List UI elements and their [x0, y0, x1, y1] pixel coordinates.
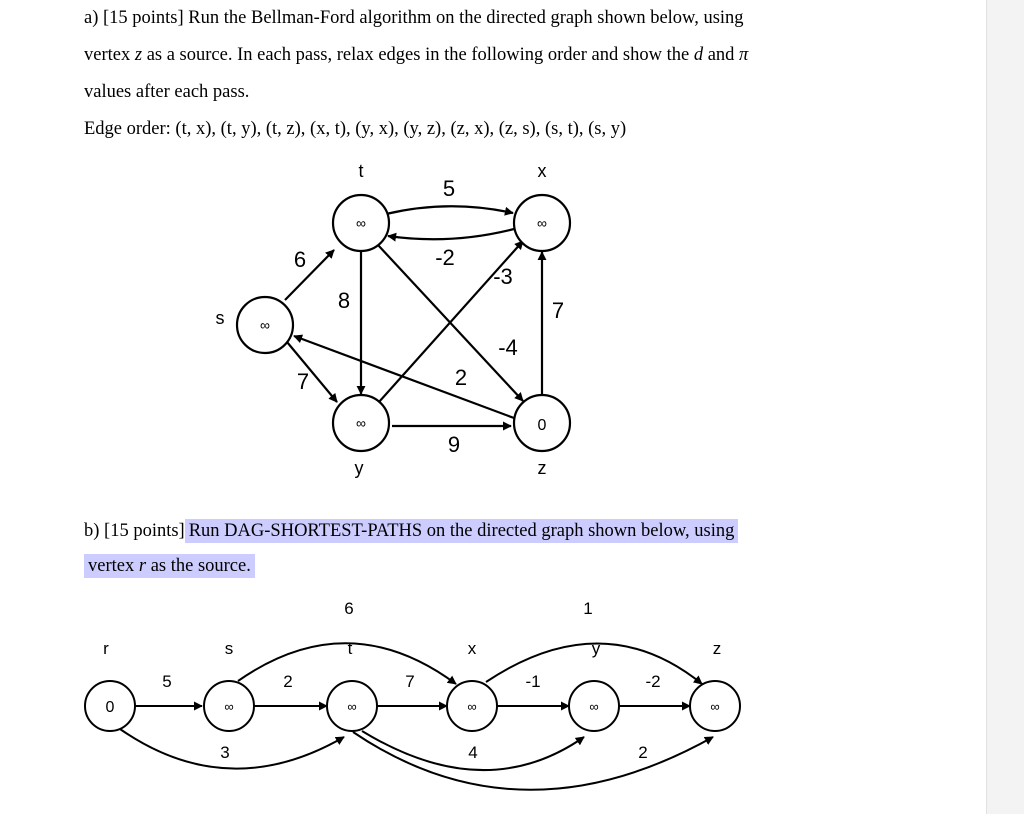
node-b-s-label: s — [225, 639, 234, 658]
node-b-t-label: t — [348, 639, 353, 658]
node-b-s-value: ∞ — [224, 699, 233, 714]
weight-a-t-z: -4 — [498, 335, 518, 360]
weight-b-x-z: 1 — [583, 599, 592, 618]
weight-b-s-t: 2 — [283, 672, 292, 691]
edge-a-s-t — [284, 249, 335, 301]
node-a-t-label: t — [358, 161, 363, 181]
weight-b-t-y: 4 — [468, 743, 477, 762]
graphs-canvas: ∞ t ∞ x ∞ s ∞ y 0 z 5 -2 -3 6 8 — [84, 161, 741, 791]
node-b-t: ∞ t — [326, 639, 378, 732]
node-b-y: ∞ y — [568, 639, 620, 732]
weight-a-t-x: 5 — [443, 176, 455, 201]
part-a-edge-order: Edge order: (t, x), (t, y), (t, z), (x, … — [84, 119, 627, 139]
node-a-z-label: z — [538, 458, 547, 478]
node-a-z-value: 0 — [538, 417, 547, 434]
node-a-s-label: s — [216, 308, 225, 328]
node-b-x-value: ∞ — [467, 699, 476, 714]
part-b-line-2: vertex r as the source. — [84, 554, 255, 578]
weight-b-t-x: 7 — [405, 672, 414, 691]
document-page: a) [15 points] Run the Bellman-Ford algo… — [84, 8, 749, 791]
node-a-x: ∞ x — [512, 161, 572, 253]
edge-a-t-x — [385, 205, 514, 216]
node-b-y-value: ∞ — [589, 699, 598, 714]
weight-b-y-z: -2 — [645, 672, 660, 691]
weight-a-y-x: -3 — [493, 264, 513, 289]
weight-a-x-z: 7 — [552, 298, 564, 323]
weight-b-r-s: 5 — [162, 672, 171, 691]
node-a-z: 0 z — [512, 393, 572, 478]
weight-b-s-x: 6 — [344, 599, 353, 618]
weight-a-s-y: 7 — [297, 369, 309, 394]
weight-a-s-t: 6 — [294, 247, 306, 272]
node-b-s: ∞ s — [203, 639, 255, 732]
node-a-s-value: ∞ — [260, 317, 270, 333]
part-a-line-2: vertex z as a source. In each pass, rela… — [84, 45, 749, 65]
node-b-r: 0 r — [84, 639, 136, 732]
node-a-y: ∞ y — [331, 393, 391, 478]
scrollbar-gutter[interactable] — [986, 0, 1024, 814]
node-b-t-value: ∞ — [347, 699, 356, 714]
edge-a-y-x — [378, 240, 524, 403]
edge-b-s-x — [237, 642, 457, 685]
edge-b-r-t — [119, 728, 345, 770]
edge-b-t-y — [361, 730, 585, 771]
node-b-z-value: ∞ — [710, 699, 719, 714]
weight-a-z-s: 2 — [455, 365, 467, 390]
weight-b-x-y: -1 — [525, 672, 540, 691]
weight-a-t-y: 8 — [338, 288, 350, 313]
node-a-t: ∞ t — [331, 161, 391, 253]
weight-a-x-t: -2 — [435, 245, 455, 270]
node-b-z-label: z — [713, 639, 722, 658]
node-b-x: ∞ x — [446, 639, 498, 732]
part-a-line-1: a) [15 points] Run the Bellman-Ford algo… — [84, 8, 744, 28]
edge-a-z-s — [293, 334, 515, 420]
part-b-highlight-2: vertex r as the source. — [84, 554, 255, 578]
node-b-z: ∞ z — [689, 639, 741, 732]
weight-b-r-t: 3 — [220, 743, 229, 762]
node-a-y-label: y — [355, 458, 364, 478]
edge-b-x-z-low — [352, 731, 714, 791]
part-b-prefix: b) [15 points] — [84, 521, 185, 541]
node-a-s: ∞ s — [216, 295, 295, 355]
node-a-y-value: ∞ — [356, 415, 366, 431]
node-b-r-value: 0 — [106, 699, 115, 716]
node-a-x-value: ∞ — [537, 215, 547, 231]
part-b-line-1: b) [15 points]Run DAG-SHORTEST-PATHS on … — [84, 519, 739, 543]
node-a-x-label: x — [538, 161, 547, 181]
node-b-x-label: x — [468, 639, 477, 658]
weight-a-y-z: 9 — [448, 432, 460, 457]
weight-b-x-z-low: 2 — [638, 743, 647, 762]
part-a-line-3: values after each pass. — [84, 82, 250, 102]
node-b-y-label: y — [592, 639, 601, 658]
node-b-r-label: r — [103, 639, 109, 658]
edge-a-s-y — [286, 341, 338, 403]
edge-b-x-z — [485, 642, 703, 685]
edge-a-x-t — [387, 227, 515, 242]
part-b-highlight-1: Run DAG-SHORTEST-PATHS on the directed g… — [184, 519, 739, 543]
node-a-t-value: ∞ — [356, 215, 366, 231]
